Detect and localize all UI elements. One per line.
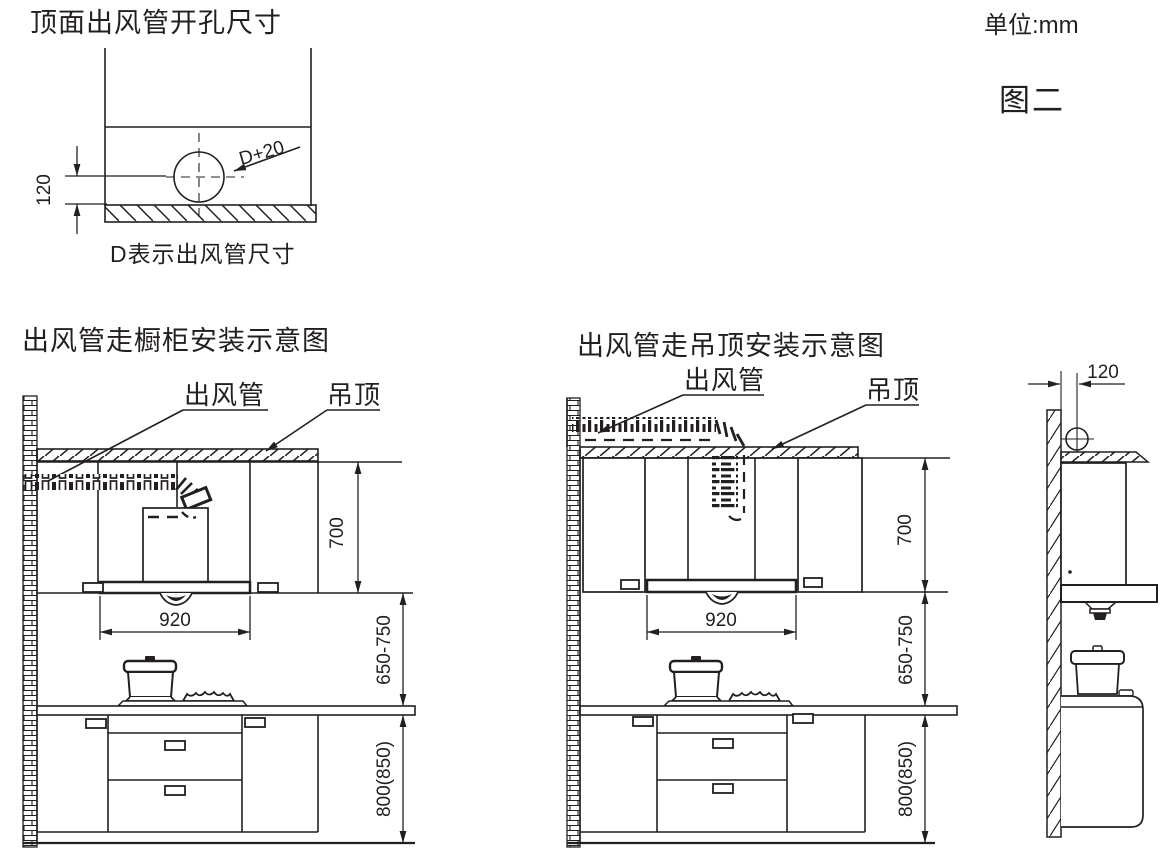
- hood-base-plate-side: [1060, 584, 1158, 603]
- side-wall-section: [1046, 409, 1062, 838]
- unit-label: 单位:mm: [984, 12, 1079, 39]
- hood-base-plate: [98, 580, 252, 595]
- dim-cabinet-height-label: 700: [327, 517, 348, 549]
- upper-cabinet-handle-left: [620, 579, 640, 590]
- lower-cabinet-handle-right: [244, 717, 266, 728]
- upper-cabinet-handle-right: [803, 577, 823, 588]
- sheet-header: 单位:mm 图二: [984, 12, 1079, 118]
- dim-hood-width-label: 920: [159, 610, 191, 631]
- countertop: [579, 705, 958, 716]
- counter-tab: [1118, 689, 1134, 697]
- hood-intake-cup: [1093, 613, 1107, 620]
- suspended-ceiling-strip: [36, 448, 319, 462]
- hidden-duct-curve: [181, 511, 197, 520]
- dim-cabinet-height-label: 700: [895, 514, 916, 546]
- side-ceiling-strip: [1060, 451, 1151, 463]
- gas-burner: [181, 690, 236, 702]
- drawer-handle-1: [164, 740, 186, 751]
- hood-front-edge-hatch: [104, 204, 317, 223]
- hood-intake-funnel: [1084, 601, 1117, 610]
- lower-cabinet-handle-left: [632, 716, 654, 727]
- duct-collar: [179, 485, 213, 512]
- hole-diagram-caption: D表示出风管尺寸: [110, 241, 296, 267]
- upper-cabinet-right: [797, 457, 863, 593]
- rice-cooker: [122, 656, 178, 702]
- suspended-ceiling-strip: [579, 446, 859, 459]
- flex-duct-elbow: [175, 477, 213, 512]
- hole-cutting-diagram: 顶面出风管开孔尺寸 120 D+20 D表示出风管尺寸: [30, 8, 317, 267]
- ceiling-route-diagram: 出风管走吊顶安装示意图 出风管 吊顶: [566, 331, 958, 848]
- hole-size-label: D+20: [237, 137, 287, 170]
- drawer-handle-1: [712, 738, 734, 749]
- rice-cooker: [668, 656, 724, 702]
- hood-body-side: [1060, 462, 1127, 586]
- upper-cabinet-handle-right: [257, 582, 279, 593]
- upper-cabinet-handle-left: [82, 582, 104, 593]
- countertop: [36, 705, 416, 716]
- upper-cabinet-left: [582, 457, 646, 593]
- drawer-handle-2: [164, 785, 186, 796]
- flex-duct-horizontal: [23, 474, 178, 490]
- dim-wall-offset-label: 120: [1087, 362, 1119, 383]
- cabinet-route-title: 出风管走橱柜安装示意图: [22, 326, 330, 356]
- duct-label: 出风管: [684, 365, 765, 395]
- hood-intake-grille: [712, 594, 732, 600]
- ceiling-label: 吊顶: [327, 380, 381, 410]
- side-view-diagram: 120: [1028, 362, 1158, 838]
- brick-wall: [22, 395, 38, 848]
- dim-counter-height-label: 800(850): [374, 741, 395, 817]
- ceiling-route-title: 出风管走吊顶安装示意图: [577, 331, 885, 361]
- duct-label-leader: [47, 409, 184, 482]
- flex-duct-vertical: [712, 456, 738, 508]
- rice-cooker-side: [1070, 645, 1125, 695]
- hood-intake-lip: [1089, 608, 1111, 614]
- figure-number-label: 图二: [999, 83, 1065, 118]
- hood-body: [142, 507, 209, 583]
- dim-counter-height-label: 800(850): [896, 741, 917, 817]
- duct-label: 出风管: [184, 380, 265, 410]
- dim-hood-width-label: 920: [705, 610, 737, 631]
- dim-hood-to-counter-label: 650-750: [374, 615, 395, 685]
- ceiling-label-leader: [771, 404, 867, 450]
- hood-intake-grille: [166, 595, 186, 601]
- ceiling-label-leader: [265, 409, 328, 452]
- lower-cabinet-handle-right: [792, 713, 814, 724]
- hood-base-plate: [645, 578, 798, 594]
- brick-wall: [566, 397, 581, 848]
- lower-cabinet-side: [1061, 695, 1144, 828]
- hole-size-leader: [233, 146, 301, 172]
- hole-diagram-title: 顶面出风管开孔尺寸: [30, 8, 282, 38]
- ceiling-label: 吊顶: [866, 375, 920, 405]
- dim-offset-label: 120: [34, 174, 55, 206]
- drawer-handle-2: [712, 783, 734, 794]
- duct-end-curve: [728, 515, 742, 522]
- hood-side-dot: [1068, 570, 1072, 574]
- flex-duct-bend: [714, 419, 746, 447]
- lower-cabinet-handle-left: [85, 718, 107, 729]
- gas-burner: [727, 690, 782, 702]
- cabinet-route-diagram: 出风管走橱柜安装示意图 出风管 吊顶: [22, 326, 416, 848]
- flex-duct-above-ceiling: [572, 417, 716, 432]
- dim-hood-to-counter-label: 650-750: [896, 615, 917, 685]
